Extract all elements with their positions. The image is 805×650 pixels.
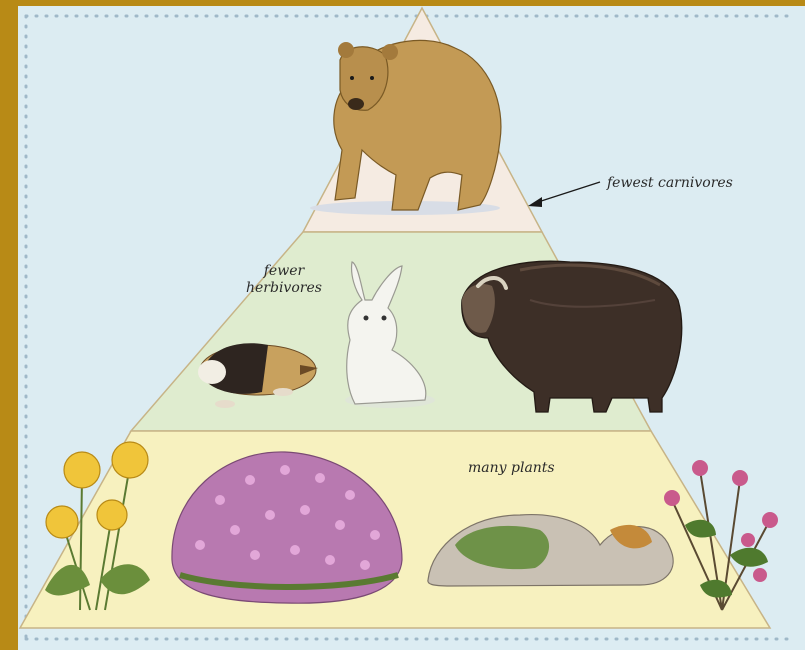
herbivore-label: fewer herbivores (246, 263, 322, 297)
carnivore-arrow (528, 182, 600, 207)
bear-illustration (310, 40, 501, 215)
herbivore-label-line2: herbivores (246, 280, 322, 297)
plants-label: many plants (468, 460, 555, 476)
herbivore-label-line1: fewer (246, 263, 322, 280)
carnivore-label: fewest carnivores (607, 175, 733, 191)
